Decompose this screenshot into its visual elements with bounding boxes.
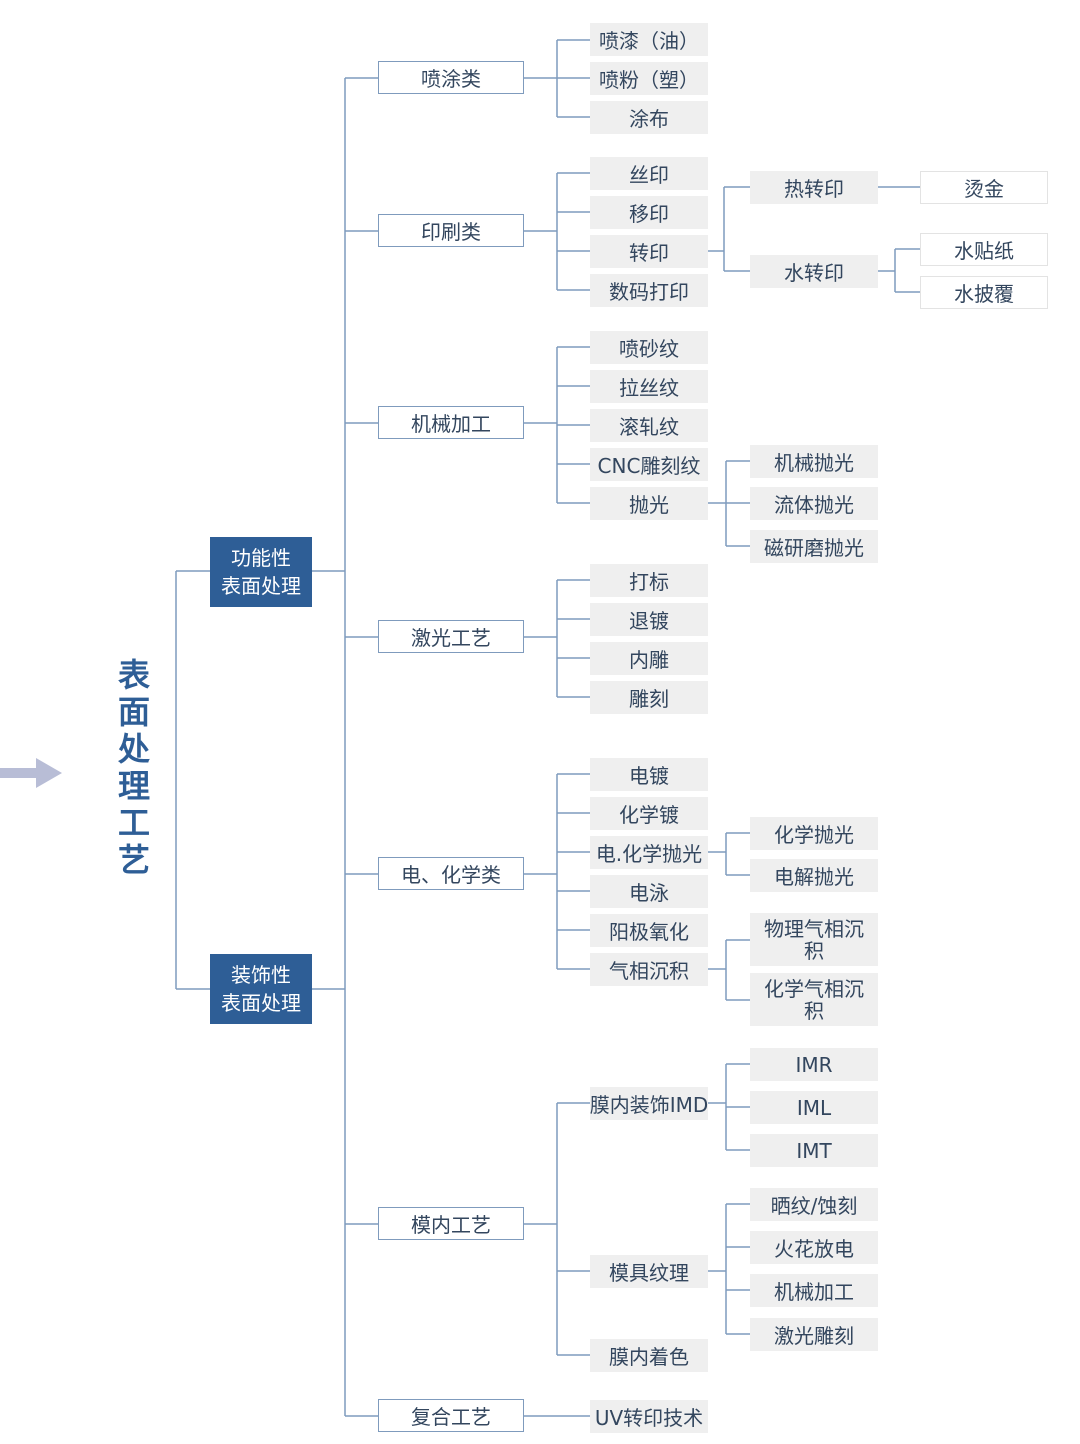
process-spray-powder: 喷粉（塑） [590, 62, 708, 95]
branch-functional: 功能性表面处理 [210, 537, 312, 607]
subprocess-magnetic-polish: 磁研磨抛光 [750, 530, 878, 563]
arrow-right-icon [0, 758, 62, 788]
subprocess-imt: IMT [750, 1134, 878, 1167]
category-composite: 复合工艺 [378, 1399, 524, 1432]
process-brushed: 拉丝纹 [590, 370, 708, 403]
subprocess-chemical-polish: 化学抛光 [750, 817, 878, 850]
process-sandblast: 喷砂纹 [590, 331, 708, 364]
process-spray-paint: 喷漆（油） [590, 23, 708, 56]
process-electrophoresis: 电泳 [590, 875, 708, 908]
subprocess-etching: 晒纹/蚀刻 [750, 1188, 878, 1221]
process-deplating: 退镀 [590, 603, 708, 636]
process-mold-texture: 模具纹理 [590, 1255, 708, 1288]
category-spray: 喷涂类 [378, 61, 524, 94]
subprocess-electrolytic-polish: 电解抛光 [750, 859, 878, 892]
subprocess-pvd: 物理气相沉积 [750, 913, 878, 966]
subprocess-heat-transfer: 热转印 [750, 171, 878, 204]
branch-decorative: 装饰性表面处理 [210, 954, 312, 1024]
subprocess-laser-engrave: 激光雕刻 [750, 1318, 878, 1351]
process-electrochemical-polish: 电.化学抛光 [590, 836, 708, 869]
category-in-mold: 模内工艺 [378, 1207, 524, 1240]
process-electroplate: 电镀 [590, 758, 708, 791]
process-inner-engrave: 内雕 [590, 642, 708, 675]
process-uv-transfer: UV转印技术 [590, 1400, 708, 1433]
category-laser: 激光工艺 [378, 620, 524, 653]
category-machining: 机械加工 [378, 406, 524, 439]
subprocess-imr: IMR [750, 1048, 878, 1081]
category-electro-chemical: 电、化学类 [378, 857, 524, 890]
subprocess-cvd: 化学气相沉积 [750, 973, 878, 1026]
subprocess-iml: IML [750, 1091, 878, 1124]
process-film-color: 膜内着色 [590, 1339, 708, 1372]
category-print: 印刷类 [378, 214, 524, 247]
subprocess-fluid-polish: 流体抛光 [750, 487, 878, 520]
leaf-hot-stamp: 烫金 [920, 171, 1048, 204]
root-title: 表面处理工艺 [117, 656, 150, 879]
process-anodize: 阳极氧化 [590, 914, 708, 947]
leaf-water-decal: 水贴纸 [920, 233, 1048, 266]
process-imd: 膜内装饰IMD [590, 1087, 708, 1120]
leaf-water-coat: 水披覆 [920, 276, 1048, 309]
process-silk-print: 丝印 [590, 157, 708, 190]
subprocess-water-transfer: 水转印 [750, 255, 878, 288]
subprocess-mechanical-polish: 机械抛光 [750, 445, 878, 478]
process-transfer-print: 转印 [590, 235, 708, 268]
subprocess-edm: 火花放电 [750, 1231, 878, 1264]
process-polish: 抛光 [590, 487, 708, 520]
process-pad-print: 移印 [590, 196, 708, 229]
process-digital-print: 数码打印 [590, 274, 708, 307]
process-vapor-deposition: 气相沉积 [590, 953, 708, 986]
process-coating: 涂布 [590, 101, 708, 134]
process-engrave: 雕刻 [590, 681, 708, 714]
process-marking: 打标 [590, 564, 708, 597]
process-chemical-plate: 化学镀 [590, 797, 708, 830]
subprocess-machining: 机械加工 [750, 1274, 878, 1307]
process-knurled: 滚轧纹 [590, 409, 708, 442]
process-cnc-engrave: CNC雕刻纹 [590, 448, 708, 481]
